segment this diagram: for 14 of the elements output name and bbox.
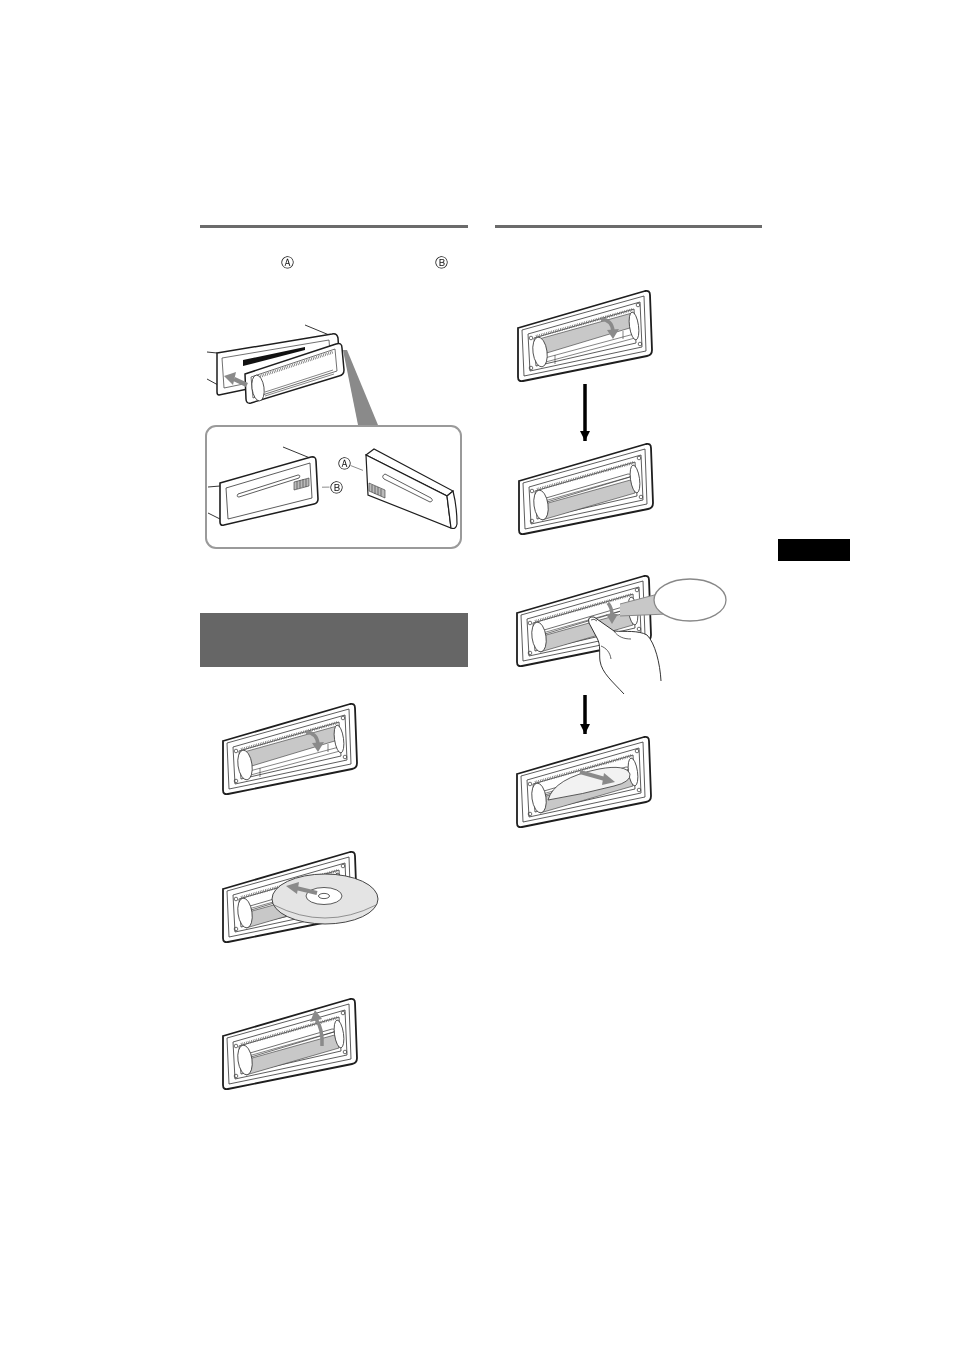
callout-letter: Ⓐ [280,255,294,269]
car-stereo-drawing [515,288,655,384]
leader-line [350,465,364,471]
car-stereo-drawing [516,441,656,537]
hand-pressing-stereo-drawing [514,573,664,695]
callout-letter: Ⓑ [329,480,343,494]
arrow [580,384,590,441]
callout-letter: Ⓐ [337,456,351,470]
disc-eject-drawing [514,734,654,830]
callout-letter: Ⓑ [434,255,448,269]
arrow [580,695,590,734]
leader-line [321,486,330,488]
heading-band [200,613,468,667]
inset-frame [205,425,462,549]
